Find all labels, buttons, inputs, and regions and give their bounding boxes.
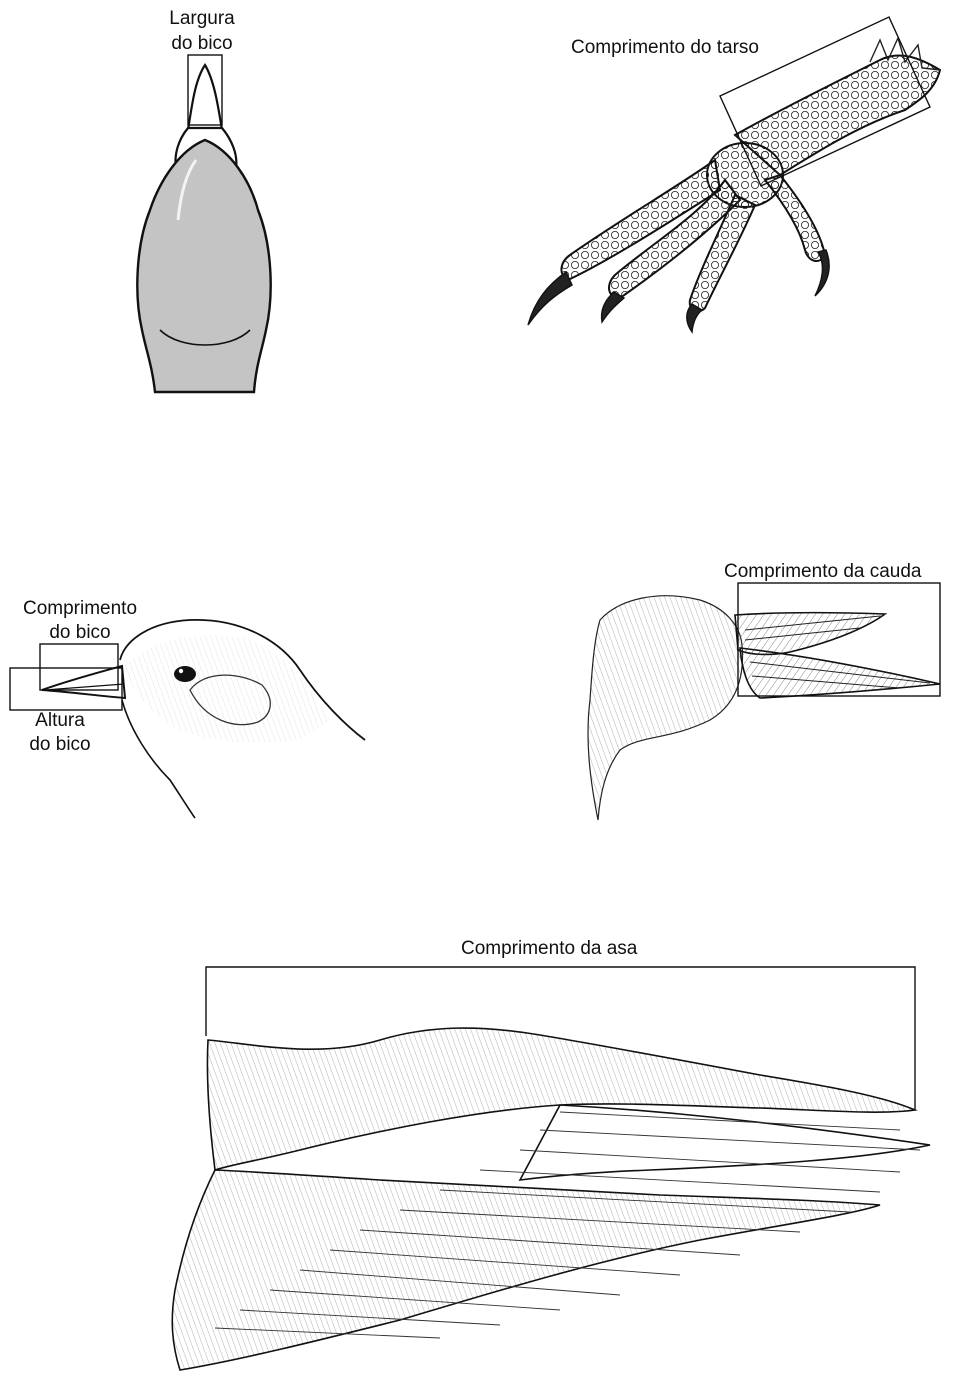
wing-primaries [520, 1105, 930, 1180]
claw-2 [602, 292, 624, 322]
eye-highlight [179, 669, 183, 673]
beak-width-label-line1: Largura [150, 8, 254, 30]
head-side-texture [125, 635, 330, 743]
beak-height-label-line2: do bico [10, 734, 110, 756]
beak-width-label-line2: do bico [150, 33, 254, 55]
toe-back [765, 175, 825, 261]
head-top-view-illustration [137, 55, 270, 392]
foot-illustration [528, 17, 940, 332]
tarsus-length-label: Comprimento do tarso [571, 37, 759, 59]
tail-length-label: Comprimento da cauda [724, 561, 922, 583]
beak-length-label-line1: Comprimento [10, 598, 150, 620]
wing-length-label: Comprimento da asa [461, 938, 637, 960]
beak-length-label-line2: do bico [10, 622, 150, 644]
claw-3 [687, 304, 702, 332]
eye [174, 666, 196, 682]
head-crown [137, 140, 270, 392]
wing-secondaries [172, 1170, 880, 1370]
body-rear-feathers [588, 596, 743, 820]
wing-illustration [172, 967, 930, 1370]
claw-1 [528, 272, 572, 325]
beak-height-label-line1: Altura [10, 710, 110, 732]
tail-illustration [588, 583, 940, 820]
beak-side-view [42, 666, 125, 698]
beak-top-view [188, 65, 222, 130]
wing-coverts [207, 1028, 915, 1170]
